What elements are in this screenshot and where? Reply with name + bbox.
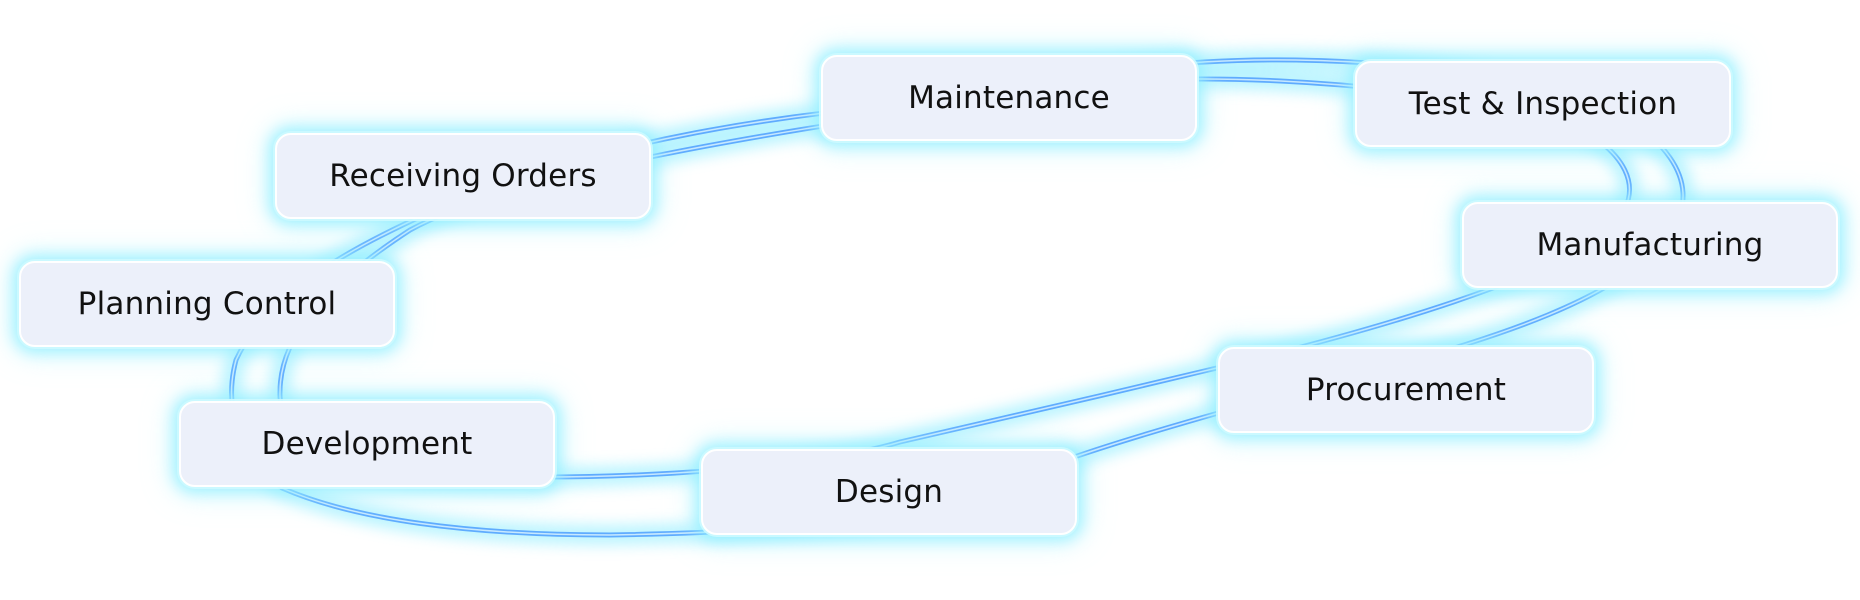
node-label-procurement: Procurement [1305,372,1507,408]
node-manufacturing[interactable]: Manufacturing [1462,202,1838,288]
node-maintenance[interactable]: Maintenance [821,55,1197,141]
node-design[interactable]: Design [701,449,1077,535]
node-test-inspection[interactable]: Test & Inspection [1355,61,1731,147]
node-label-development: Development [261,426,473,462]
node-label-manufacturing: Manufacturing [1536,227,1764,263]
node-development[interactable]: Development [179,401,555,487]
node-receiving-orders[interactable]: Receiving Orders [275,133,651,219]
node-label-maintenance: Maintenance [908,80,1110,116]
node-label-design: Design [834,474,944,510]
node-label-receiving-orders: Receiving Orders [329,158,597,194]
node-procurement[interactable]: Procurement [1218,347,1594,433]
node-label-test-inspection: Test & Inspection [1408,86,1678,122]
node-label-planning-control: Planning Control [77,286,337,322]
node-planning-control[interactable]: Planning Control [19,261,395,347]
